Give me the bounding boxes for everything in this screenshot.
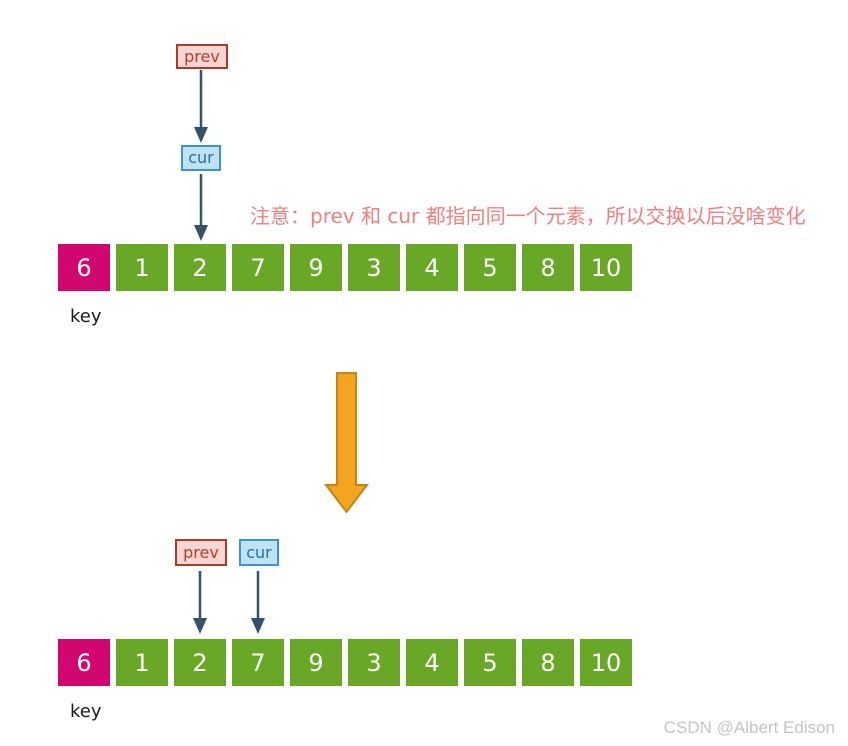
key-label-bottom: key <box>70 701 102 722</box>
array-cell: 7 <box>232 244 284 291</box>
array-row-top: 6 1 2 7 9 3 4 5 8 10 <box>58 244 632 291</box>
array-cell: 10 <box>580 639 632 686</box>
array-cell: 2 <box>174 244 226 291</box>
key-label-top: key <box>70 306 102 327</box>
down-arrow-icon <box>251 571 265 634</box>
array-cell: 4 <box>406 639 458 686</box>
watermark-text: CSDN @Albert Edison <box>663 718 835 737</box>
array-cell: 3 <box>348 244 400 291</box>
array-cell: 8 <box>522 639 574 686</box>
down-arrow-icon <box>194 70 208 143</box>
prev-pointer-label-bottom: prev <box>175 539 227 566</box>
array-cell: 7 <box>232 639 284 686</box>
array-cell: 9 <box>290 244 342 291</box>
down-arrow-icon <box>194 174 208 241</box>
array-cell: 9 <box>290 639 342 686</box>
array-cell-key: 6 <box>58 639 110 686</box>
array-cell: 8 <box>522 244 574 291</box>
array-cell: 3 <box>348 639 400 686</box>
annotation-text: 注意：prev 和 cur 都指向同一个元素，所以交换以后没啥变化 <box>250 204 806 228</box>
array-cell-key: 6 <box>58 244 110 291</box>
down-arrow-icon <box>193 571 207 634</box>
array-cell: 4 <box>406 244 458 291</box>
prev-pointer-label-top: prev <box>176 44 228 69</box>
transition-arrow-icon <box>323 372 370 514</box>
array-cell: 2 <box>174 639 226 686</box>
array-cell: 10 <box>580 244 632 291</box>
cur-pointer-label-top: cur <box>181 145 221 171</box>
array-row-bottom: 6 1 2 7 9 3 4 5 8 10 <box>58 639 632 686</box>
array-cell: 1 <box>116 639 168 686</box>
array-cell: 5 <box>464 639 516 686</box>
cur-pointer-label-bottom: cur <box>239 539 279 566</box>
array-cell: 1 <box>116 244 168 291</box>
array-cell: 5 <box>464 244 516 291</box>
